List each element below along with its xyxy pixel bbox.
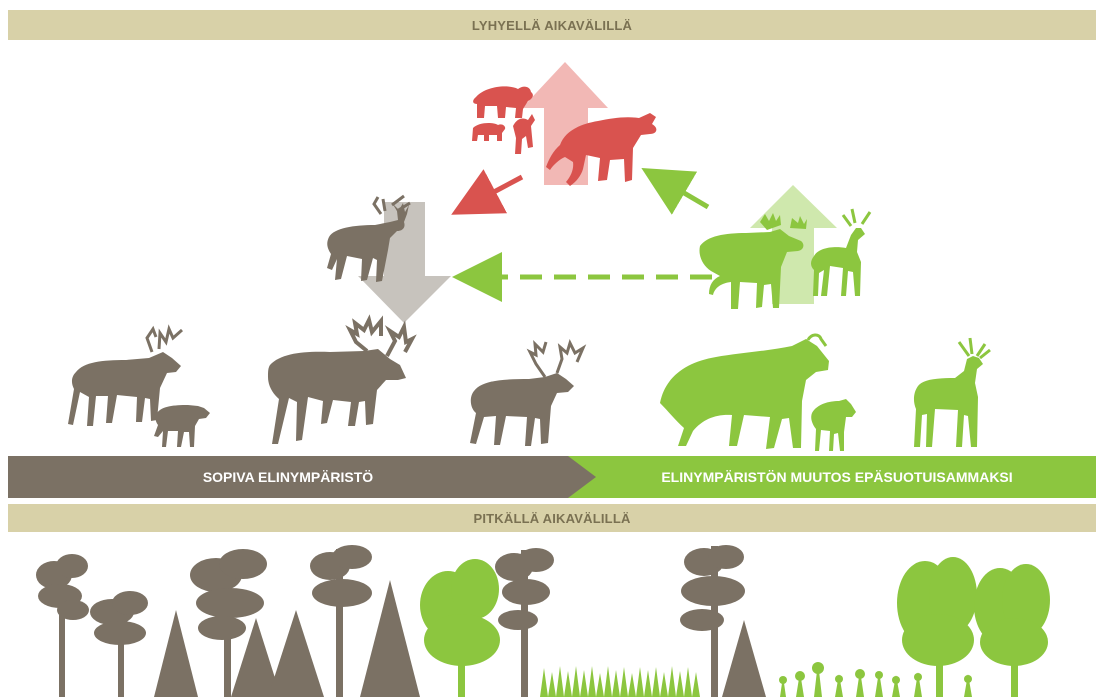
predator-increase-arrow	[522, 62, 608, 185]
pine-tree-icon	[680, 545, 745, 697]
pine-tree-icon	[190, 549, 267, 697]
spruce-tree-icon	[154, 610, 198, 697]
reindeer-icon	[470, 342, 583, 446]
reindeer-icon	[268, 320, 412, 444]
reindeer-calf-icon	[154, 405, 210, 447]
spruce-tree-icon	[231, 618, 281, 697]
spruce-tree-icon	[360, 580, 420, 697]
habitat-change-label: ELINYMPÄRISTÖN MUUTOS EPÄSUOTUISAMMAKSI	[578, 456, 1096, 498]
wolf-icon	[546, 113, 656, 186]
deer-icon	[914, 338, 990, 447]
moose-icon	[660, 335, 829, 449]
long-term-band: PITKÄLLÄ AIKAVÄLILLÄ	[8, 504, 1096, 532]
short-term-label: LYHYELLÄ AIKAVÄLILLÄ	[472, 18, 632, 33]
predation-arrow	[460, 177, 522, 210]
pine-tree-icon	[495, 548, 554, 697]
short-term-band: LYHYELLÄ AIKAVÄLILLÄ	[8, 10, 1096, 40]
birch-tree-icon	[974, 564, 1050, 697]
moose-calf-icon	[811, 399, 856, 451]
bear-cub-icon	[472, 114, 535, 154]
grass-icon	[540, 666, 700, 697]
pine-tree-icon	[310, 545, 372, 697]
suitable-habitat-label: SOPIVA ELINYMPÄRISTÖ	[8, 456, 568, 498]
reindeer-icon	[68, 329, 182, 426]
pine-tree-icon	[90, 591, 148, 697]
reindeer-decrease-arrow	[358, 202, 451, 323]
habitat-progression-bar: SOPIVA ELINYMPÄRISTÖ ELINYMPÄRISTÖN MUUT…	[8, 456, 1096, 498]
deer-icon	[811, 209, 870, 296]
sapling-icon	[779, 662, 972, 697]
moose-increase-arrow	[750, 185, 837, 304]
moose-icon	[699, 213, 807, 309]
spruce-tree-icon	[268, 610, 324, 697]
long-term-label: PITKÄLLÄ AIKAVÄLILLÄ	[473, 511, 630, 526]
bear-icon	[473, 86, 533, 118]
reindeer-icon	[327, 196, 410, 282]
pine-tree-icon	[36, 554, 89, 697]
prey-support-arrow	[650, 173, 708, 207]
birch-tree-icon	[897, 557, 977, 697]
spruce-tree-icon	[722, 620, 766, 697]
birch-tree-icon	[420, 559, 500, 697]
